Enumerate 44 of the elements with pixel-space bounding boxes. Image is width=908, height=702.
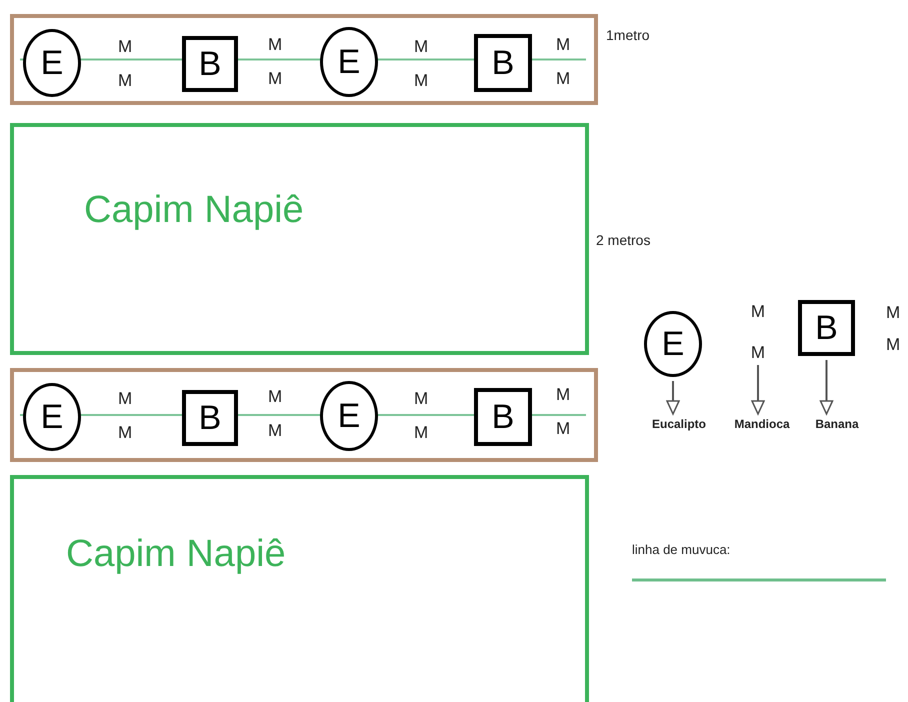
hollow-arrow xyxy=(820,360,834,415)
plant-square: B xyxy=(182,390,238,446)
row-label: M xyxy=(414,72,428,89)
row-label: M xyxy=(886,304,900,321)
row-label: M xyxy=(556,386,570,403)
row-label: M xyxy=(268,36,282,53)
hollow-arrow xyxy=(751,365,765,415)
legend-text: linha de muvuca: xyxy=(632,541,732,559)
row-label: 2 metros xyxy=(596,233,650,247)
field-title: Capim Napiê xyxy=(66,532,286,577)
row-label: M xyxy=(414,390,428,407)
tree-circle: E xyxy=(320,27,378,97)
legend-text: Banana xyxy=(804,415,870,433)
field-title: Capim Napiê xyxy=(84,188,304,233)
row-label: M xyxy=(414,424,428,441)
row-label: 1metro xyxy=(606,28,650,42)
grass-field xyxy=(10,123,589,355)
tree-circle: E xyxy=(23,383,81,451)
tree-circle: E xyxy=(23,29,81,97)
row-label: M xyxy=(556,70,570,87)
row-label: M xyxy=(268,388,282,405)
plant-square: B xyxy=(474,34,532,92)
row-label: M xyxy=(118,38,132,55)
tree-circle: E xyxy=(644,311,702,377)
legend-text: Eucalipto xyxy=(634,415,724,433)
legend-text: Mandioca xyxy=(722,415,802,433)
tree-circle: E xyxy=(320,381,378,451)
plant-square: B xyxy=(474,388,532,446)
hollow-arrow xyxy=(666,381,680,415)
plant-square: B xyxy=(798,300,855,356)
row-label: M xyxy=(118,424,132,441)
row-label: M xyxy=(556,420,570,437)
row-label: M xyxy=(118,72,132,89)
row-label: M xyxy=(556,36,570,53)
row-label: M xyxy=(268,70,282,87)
row-label: M xyxy=(886,336,900,353)
row-label: M xyxy=(118,390,132,407)
row-label: M xyxy=(414,38,428,55)
planting-row-band xyxy=(10,368,598,462)
grass-field xyxy=(10,475,589,702)
plant-square: B xyxy=(182,36,238,92)
planting-row-band xyxy=(10,14,598,105)
plant-label: M M xyxy=(744,303,772,361)
row-label: M xyxy=(268,422,282,439)
